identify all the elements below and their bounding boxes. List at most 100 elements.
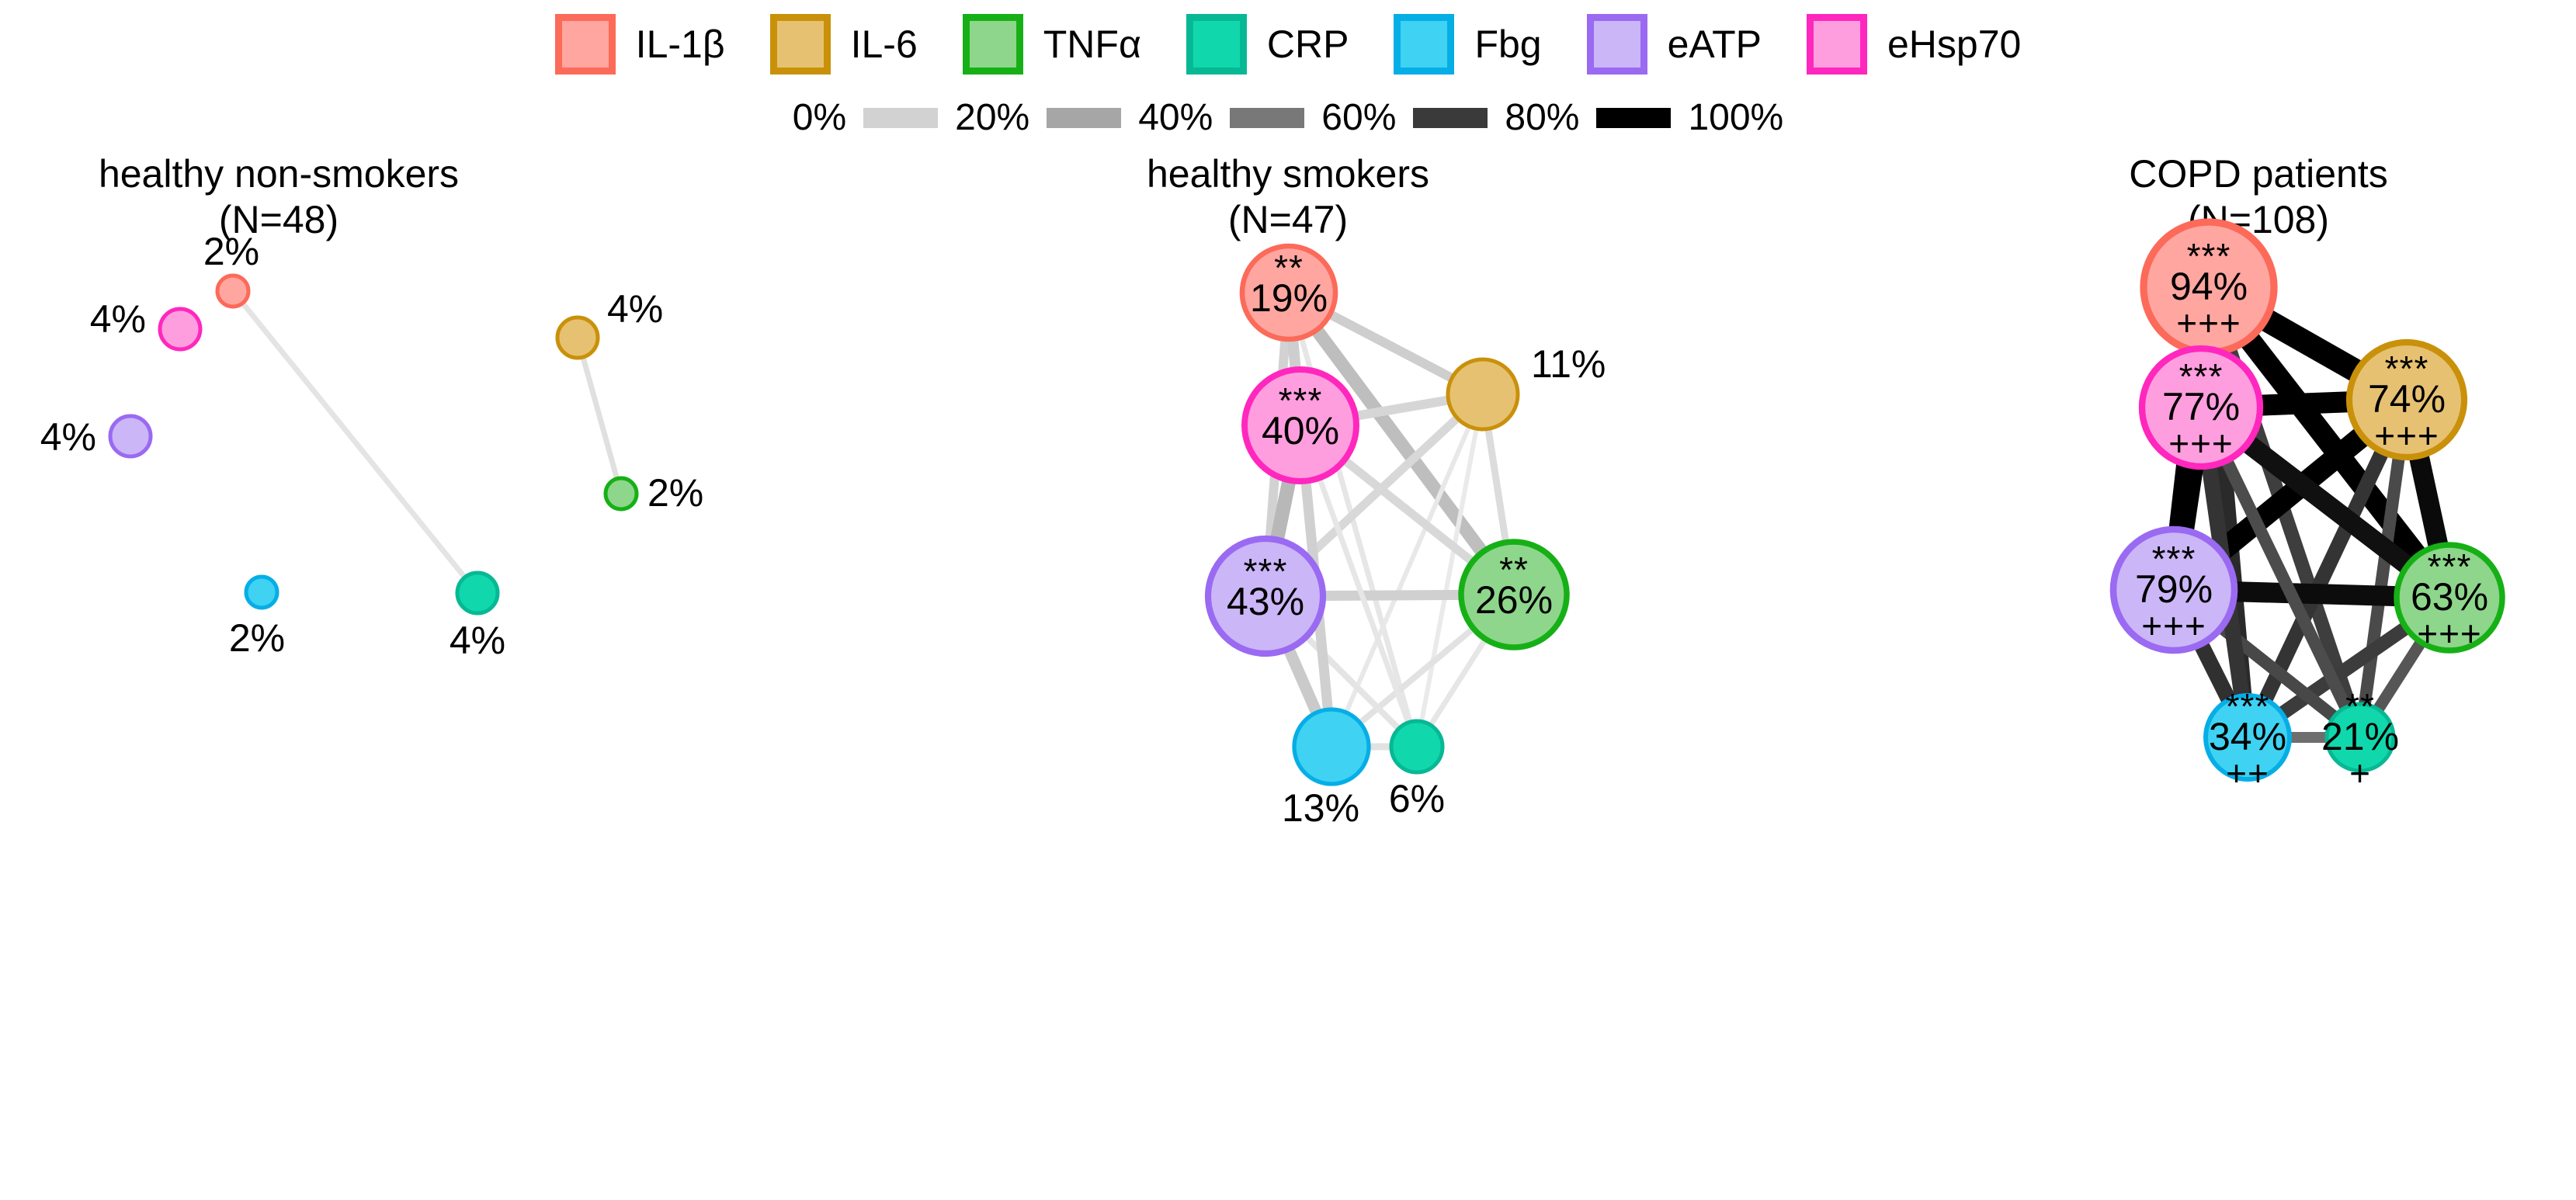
network-healthy-smokers: **19%11%**26%6%13%***43%***40% (1204, 243, 1606, 830)
node-plus-il6: +++ (2374, 415, 2439, 456)
node-crp[interactable]: 4% (450, 571, 505, 662)
legend-item-ehsp70: eHsp70 (1806, 14, 2022, 75)
node-stars-eatp: *** (1244, 551, 1288, 591)
node-pct-fbg: 13% (1282, 786, 1359, 830)
scale-label-0: 0% (792, 97, 847, 138)
scale-bar-4 (1596, 108, 1672, 128)
node-circle-ehsp70[interactable] (158, 307, 203, 352)
node-pct-ehsp70: 4% (90, 297, 146, 341)
node-circle-il6[interactable] (555, 315, 600, 360)
node-pct-crp: 4% (450, 619, 505, 662)
node-circle-ehsp70[interactable] (2138, 345, 2264, 470)
node-plus-fbg: ++ (2226, 753, 2269, 793)
legend-item-crp: CRP (1186, 14, 1394, 75)
node-pct-il1b: 94% (2170, 265, 2248, 308)
node-pct-il6: 4% (607, 287, 663, 331)
node-pct-il6: 11% (1531, 342, 1606, 386)
node-plus-ehsp70: +++ (2168, 423, 2234, 463)
legend-item-eatp: eATP (1586, 14, 1807, 75)
node-ehsp70[interactable]: ***77%+++ (2138, 345, 2264, 470)
node-eatp[interactable]: 4% (40, 414, 153, 459)
node-stars-ehsp70: *** (2179, 356, 2224, 397)
scale-label-20: 20% (955, 97, 1030, 138)
node-pct-fbg: 2% (229, 616, 285, 660)
node-circle-eatp[interactable] (1204, 535, 1327, 657)
legend-swatch-tnfa (962, 14, 1023, 75)
edge-percentage-legend: 0%20%40%60%80%100% (0, 99, 2576, 137)
node-stars-tnfa: *** (2428, 546, 2472, 587)
node-circle-il6[interactable] (1446, 357, 1520, 432)
node-pct-ehsp70: 40% (1262, 409, 1339, 453)
node-circle-fbg[interactable] (1292, 707, 1371, 786)
scale-bar-2 (1230, 108, 1305, 128)
node-circle-eatp[interactable] (2109, 525, 2238, 654)
panel-title-healthy-smokers: healthy smokers (N=47) (1146, 152, 1430, 241)
legend-label-fbg: Fbg (1474, 23, 1542, 66)
node-circle-il1b[interactable] (1239, 243, 1338, 342)
node-pct-tnfa: 2% (647, 471, 703, 515)
legend-label-ehsp70: eHsp70 (1887, 23, 2022, 66)
node-pct-eatp: 4% (40, 415, 96, 459)
node-plus-il1b: +++ (2176, 303, 2241, 343)
node-circle-eatp[interactable] (108, 414, 153, 459)
node-pct-il6: 74% (2368, 377, 2446, 421)
node-eatp[interactable]: ***43% (1204, 535, 1327, 657)
node-circle-crp[interactable] (1389, 719, 1445, 775)
node-pct-tnfa: 63% (2411, 575, 2488, 619)
node-pct-eatp: 43% (1227, 580, 1304, 623)
edge-il1b-crp (231, 289, 480, 595)
node-stars-tnfa: ** (1499, 550, 1529, 590)
node-eatp[interactable]: ***79%+++ (2109, 525, 2238, 654)
node-tnfa[interactable]: 2% (603, 471, 703, 515)
legend-swatch-il1b (554, 14, 616, 75)
scale-label-40: 40% (1138, 97, 1213, 138)
network-healthy-non-smokers: 2% 4% 2% 4% 2% 4% 4% (40, 230, 704, 662)
network-copd-patients: ***94%+++***74%+++***63%+++**21%+***34%+… (2109, 218, 2505, 793)
node-crp[interactable]: **21%+ (2321, 686, 2399, 793)
node-stars-il1b: *** (2187, 236, 2231, 276)
node-stars-eatp: *** (2152, 539, 2196, 579)
node-circle-tnfa[interactable] (2394, 542, 2505, 654)
legend-item-fbg: Fbg (1394, 14, 1586, 75)
node-ehsp70[interactable]: 4% (90, 297, 203, 352)
node-stars-il6: *** (2385, 349, 2429, 389)
node-il6[interactable]: 11% (1446, 342, 1606, 432)
edge-layer (231, 289, 624, 595)
node-il1b[interactable]: ***94%+++ (2140, 218, 2278, 356)
node-crp[interactable]: 6% (1389, 719, 1445, 820)
node-fbg[interactable]: 2% (229, 574, 285, 660)
node-il6[interactable]: ***74%+++ (2345, 338, 2468, 461)
node-fbg[interactable]: 13% (1282, 707, 1371, 830)
legend-label-tnfa: TNFα (1043, 23, 1141, 66)
legend-swatch-fbg (1394, 14, 1455, 75)
node-il6[interactable]: 4% (555, 287, 663, 360)
node-circle-tnfa[interactable] (1458, 539, 1570, 650)
node-circle-crp[interactable] (2324, 702, 2396, 773)
node-tnfa[interactable]: ***63%+++ (2394, 542, 2505, 654)
node-stars-fbg: *** (2226, 686, 2270, 727)
scale-bar-1 (1047, 108, 1122, 128)
node-circle-il1b[interactable] (215, 273, 251, 309)
node-circle-crp[interactable] (455, 571, 500, 616)
node-fbg[interactable]: ***34%++ (2203, 686, 2292, 793)
node-circle-il6[interactable] (2345, 338, 2468, 461)
node-pct-crp: 21% (2321, 715, 2399, 758)
node-circle-ehsp70[interactable] (1241, 366, 1359, 484)
node-circle-fbg[interactable] (244, 574, 279, 610)
node-circle-tnfa[interactable] (603, 476, 639, 512)
node-stars-ehsp70: *** (1279, 380, 1323, 421)
legend-item-tnfa: TNFα (962, 14, 1186, 75)
node-il1b[interactable]: **19% (1239, 243, 1338, 342)
node-tnfa[interactable]: **26% (1458, 539, 1570, 650)
node-il1b[interactable]: 2% (203, 230, 259, 309)
scale-label-80: 80% (1505, 97, 1580, 138)
node-pct-il1b: 2% (203, 230, 259, 273)
edge-il6-tnfa (575, 337, 624, 494)
node-ehsp70[interactable]: ***40% (1241, 366, 1359, 484)
node-circle-fbg[interactable] (2203, 693, 2292, 782)
panel-title-healthy-non-smokers: healthy non-smokers (N=48) (98, 152, 460, 241)
legend-label-il6: IL-6 (850, 23, 918, 66)
legend-label-crp: CRP (1266, 23, 1349, 66)
